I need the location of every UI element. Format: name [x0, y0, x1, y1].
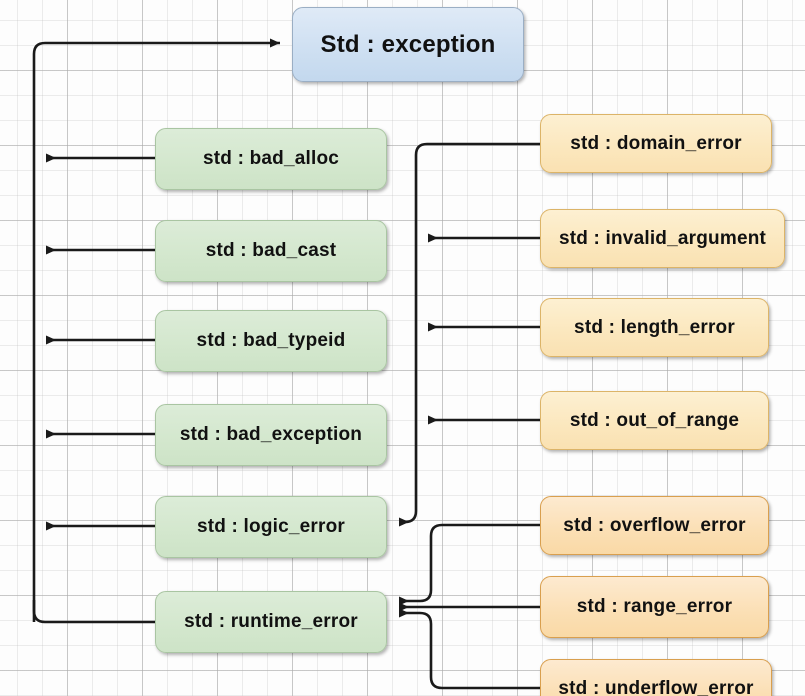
- node-std-domain-error[interactable]: std : domain_error: [540, 114, 772, 173]
- node-std-bad-cast[interactable]: std : bad_cast: [155, 220, 387, 282]
- node-std-bad-typeid[interactable]: std : bad_typeid: [155, 310, 387, 372]
- node-label: Std : exception: [320, 30, 496, 58]
- node-std-range-error[interactable]: std : range_error: [540, 576, 769, 638]
- edge-runtime-error: [32, 600, 155, 624]
- node-std-bad-exception[interactable]: std : bad_exception: [155, 404, 387, 466]
- node-std-out-of-range[interactable]: std : out_of_range: [540, 391, 769, 450]
- edge-underflow-error: [399, 608, 540, 690]
- node-label: std : domain_error: [570, 132, 742, 154]
- node-std-bad-alloc[interactable]: std : bad_alloc: [155, 128, 387, 190]
- node-label: std : overflow_error: [563, 514, 746, 536]
- edge-mid-trunk-logic: [399, 142, 540, 527]
- node-std-runtime-error[interactable]: std : runtime_error: [155, 591, 387, 653]
- node-std-underflow-error[interactable]: std : underflow_error: [540, 659, 772, 696]
- node-label: std : invalid_argument: [558, 227, 767, 249]
- node-label: std : bad_cast: [205, 240, 337, 261]
- node-std-length-error[interactable]: std : length_error: [540, 298, 769, 357]
- node-label: std : logic_error: [196, 516, 346, 537]
- node-label: std : bad_exception: [179, 424, 363, 445]
- node-std-exception[interactable]: Std : exception: [292, 7, 524, 82]
- node-std-overflow-error[interactable]: std : overflow_error: [540, 496, 769, 555]
- node-label: std : out_of_range: [569, 409, 740, 431]
- node-std-invalid-argument[interactable]: std : invalid_argument: [540, 209, 785, 268]
- node-label: std : underflow_error: [558, 677, 754, 696]
- node-label: std : length_error: [574, 316, 735, 338]
- node-std-logic-error[interactable]: std : logic_error: [155, 496, 387, 558]
- node-label: std : bad_alloc: [202, 148, 340, 169]
- node-label: std : runtime_error: [184, 611, 358, 632]
- edge-overflow-error: [399, 523, 540, 606]
- node-label: std : range_error: [576, 596, 733, 617]
- node-label: std : bad_typeid: [196, 330, 346, 351]
